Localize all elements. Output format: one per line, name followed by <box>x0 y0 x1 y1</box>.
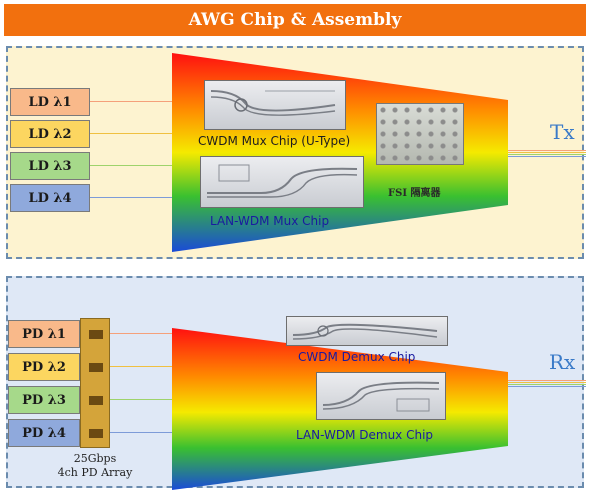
tx-port-label: Tx <box>550 120 575 144</box>
waveguide-icon <box>207 164 358 198</box>
rx-line-1 <box>110 333 172 334</box>
ld-label-2: LD λ2 <box>28 126 72 142</box>
ld-box-2: LD λ2 <box>10 120 90 148</box>
pd-label-1: PD λ1 <box>22 326 66 342</box>
page-title: AWG Chip & Assembly <box>4 4 586 36</box>
cwdm-mux-chip-label: CWDM Mux Chip (U-Type) <box>198 134 351 148</box>
fsi-isolator-image <box>376 103 464 165</box>
pd-array-caption-line-2: 4ch PD Array <box>57 466 133 479</box>
pd-array-caption: 25Gbps 4ch PD Array <box>40 452 150 480</box>
lan-wdm-demux-chip-label: LAN-WDM Demux Chip <box>296 428 434 442</box>
pd-label-3: PD λ3 <box>22 392 66 408</box>
tx-out-line-4 <box>508 156 586 157</box>
lan-wdm-mux-chip-label: LAN-WDM Mux Chip <box>210 214 330 228</box>
pd-box-2: PD λ2 <box>8 353 80 381</box>
ld-box-3: LD λ3 <box>10 152 90 180</box>
pd-box-3: PD λ3 <box>8 386 80 414</box>
pd-array-chip <box>80 318 110 448</box>
tx-line-2 <box>90 133 172 134</box>
waveguide-icon <box>210 90 336 116</box>
pd-pad-2 <box>89 363 103 372</box>
rx-out-line-2 <box>508 382 586 383</box>
rx-port-label: Rx <box>549 350 576 374</box>
page-title-text: AWG Chip & Assembly <box>188 10 402 30</box>
fsi-isolator-label: FSI 隔离器 <box>388 188 441 199</box>
tx-out-line-1 <box>508 150 586 151</box>
tx-line-4 <box>90 197 172 198</box>
pd-box-4: PD λ4 <box>8 419 80 447</box>
pd-pad-1 <box>89 330 103 339</box>
tx-line-3 <box>90 165 172 166</box>
ld-label-4: LD λ4 <box>28 190 72 206</box>
ld-label-1: LD λ1 <box>28 94 72 110</box>
pd-array-caption-line-1: 25Gbps <box>73 452 117 465</box>
cwdm-demux-chip-image <box>286 316 448 346</box>
rx-line-4 <box>110 432 172 433</box>
cwdm-demux-chip-label: CWDM Demux Chip <box>298 350 416 364</box>
ld-label-3: LD λ3 <box>28 158 72 174</box>
tx-out-line-2 <box>508 152 586 153</box>
tx-out-line-3 <box>508 154 586 155</box>
waveguide-icon <box>292 323 438 340</box>
pd-pad-4 <box>89 429 103 438</box>
ld-box-1: LD λ1 <box>10 88 90 116</box>
pd-label-2: PD λ2 <box>22 359 66 375</box>
pd-label-4: PD λ4 <box>22 425 66 441</box>
tx-line-1 <box>90 101 172 102</box>
rx-line-3 <box>110 399 172 400</box>
ld-box-4: LD λ4 <box>10 184 90 212</box>
rx-out-line-4 <box>508 386 586 387</box>
lan-wdm-mux-chip-image <box>200 156 364 208</box>
pd-pad-3 <box>89 396 103 405</box>
rx-line-2 <box>110 366 172 367</box>
waveguide-icon <box>322 381 440 412</box>
cwdm-mux-chip-image <box>204 80 346 130</box>
rx-out-line-1 <box>508 380 586 381</box>
rx-out-line-3 <box>508 384 586 385</box>
pd-box-1: PD λ1 <box>8 320 80 348</box>
lan-wdm-demux-chip-image <box>316 372 446 420</box>
